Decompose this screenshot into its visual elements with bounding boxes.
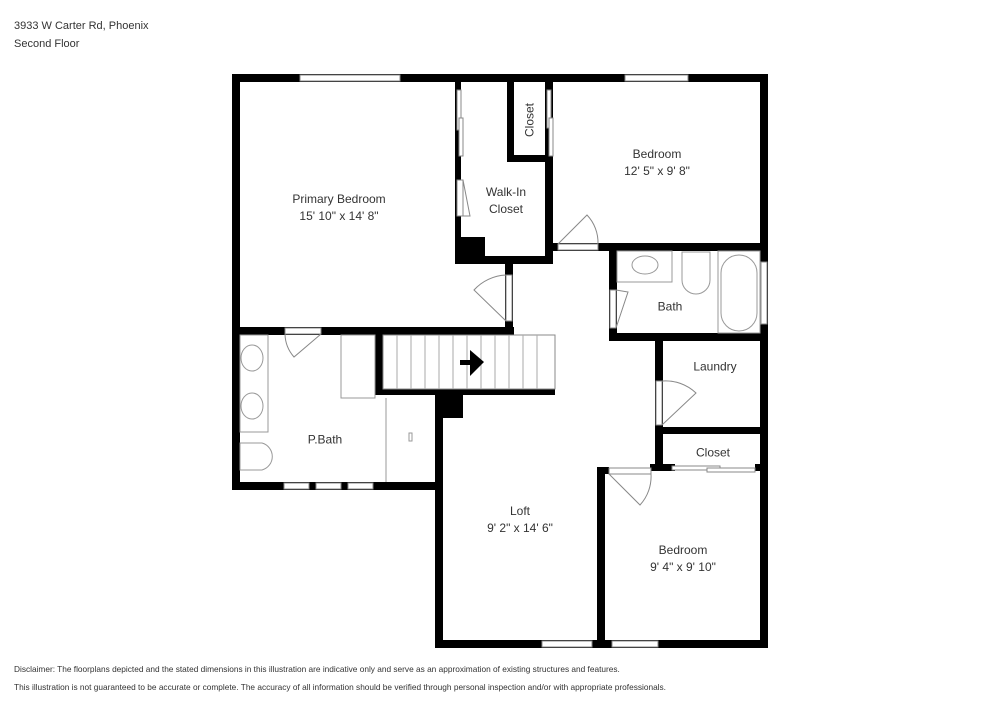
room-primary-bath: P.Bath	[308, 432, 342, 449]
room-name-line2: Closet	[488, 202, 524, 216]
room-dimensions: 9' 2" x 14' 6"	[487, 521, 553, 535]
room-name: Closet	[522, 102, 537, 138]
disclaimer-line-1: Disclaimer: The floorplans depicted and …	[14, 664, 620, 674]
room-dimensions: 12' 5" x 9' 8"	[624, 164, 690, 178]
toilet-icon	[681, 251, 711, 295]
sink-icon	[240, 392, 264, 420]
arrow-right-icon	[460, 350, 484, 376]
room-closet: Closet	[696, 445, 730, 462]
sink-icon	[631, 255, 659, 275]
room-laundry: Laundry	[693, 359, 736, 376]
room-loft: Loft 9' 2" x 14' 6"	[487, 503, 553, 537]
floor-label: Second Floor	[14, 38, 80, 50]
bathtub-icon	[720, 254, 758, 332]
room-name: Bedroom	[658, 543, 708, 557]
room-bath: Bath	[658, 299, 683, 316]
room-name: Bedroom	[632, 147, 682, 161]
room-name: Primary Bedroom	[292, 192, 386, 206]
room-bedroom-1: Bedroom 12' 5" x 9' 8"	[624, 146, 690, 180]
windows	[283, 74, 768, 648]
stairs	[382, 334, 556, 390]
room-walk-in-closet: Walk-In Closet	[486, 184, 526, 218]
room-closet-small: Closet	[522, 103, 539, 137]
room-name: Walk-In	[485, 185, 527, 199]
disclaimer-line-2: This illustration is not guaranteed to b…	[14, 682, 666, 692]
toilet-icon	[239, 442, 273, 471]
room-primary-bedroom: Primary Bedroom 15' 10" x 14' 8"	[292, 191, 385, 225]
fixtures	[239, 250, 761, 482]
room-name: Bath	[657, 299, 683, 314]
room-name: Loft	[509, 504, 530, 518]
room-name: Closet	[695, 445, 731, 460]
property-address: 3933 W Carter Rd, Phoenix	[14, 20, 149, 32]
doors	[284, 89, 756, 506]
sink-icon	[240, 344, 264, 372]
room-name: Laundry	[693, 359, 737, 374]
room-name: P.Bath	[307, 432, 343, 447]
room-bedroom-2: Bedroom 9' 4" x 9' 10"	[650, 542, 716, 576]
room-dimensions: 9' 4" x 9' 10"	[650, 560, 716, 574]
room-dimensions: 15' 10" x 14' 8"	[299, 209, 379, 223]
